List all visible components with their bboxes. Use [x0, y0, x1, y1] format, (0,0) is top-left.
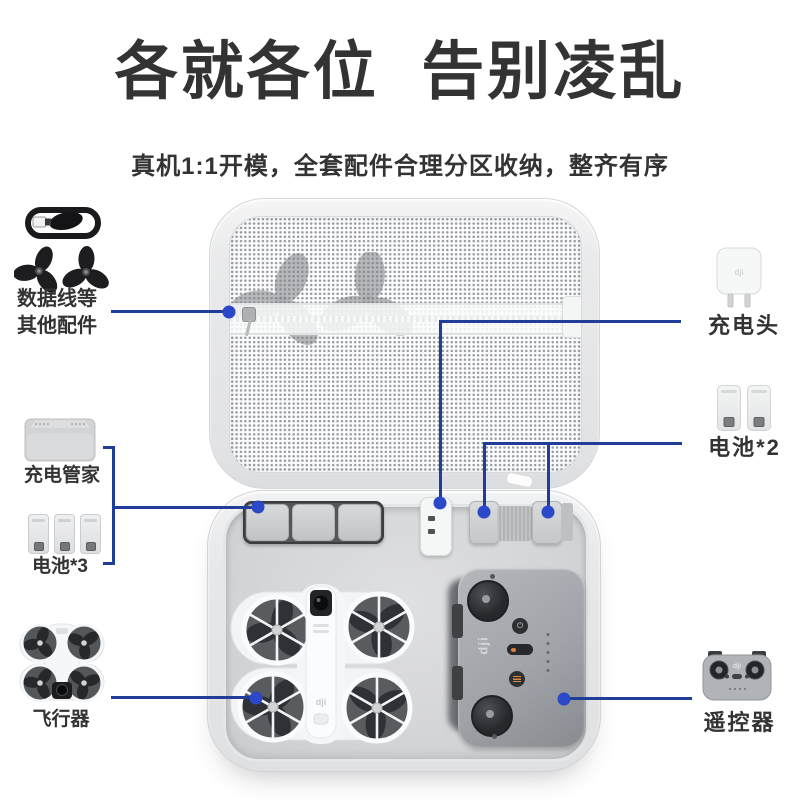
- drone-brand-logo: dji: [316, 697, 327, 707]
- charger-pin-icon: [428, 516, 435, 521]
- zipper-end-tab: [562, 296, 581, 338]
- controller-clip-icon: [452, 666, 463, 700]
- connector-accessories-line: [111, 310, 230, 313]
- usb-cable-image: [25, 207, 101, 239]
- drone-image: [19, 623, 105, 703]
- screw-icon: [490, 574, 495, 579]
- battery-icon: [28, 514, 49, 554]
- divider-flap: [561, 503, 573, 541]
- page-title: 各就各位 告别凌乱: [114, 37, 686, 107]
- battery-x3-image: [28, 514, 101, 554]
- label-battery-x3: 电池*3: [32, 556, 88, 577]
- battery-compartment: [243, 501, 384, 544]
- battery-x2-image: [717, 385, 771, 431]
- mode-switch-icon: [507, 644, 533, 655]
- connector-remote-line: [563, 697, 692, 700]
- connector-battery2-vline: [547, 442, 550, 512]
- case-lid: [209, 198, 600, 489]
- charger-brand-logo: dji: [734, 268, 743, 277]
- battery-icon: [747, 385, 771, 431]
- battery-icon: [54, 514, 75, 554]
- controller-clip-icon: [452, 604, 463, 638]
- controller-brand-logo: dji: [475, 636, 491, 655]
- connector-bracket-main-line: [112, 506, 258, 509]
- page-subtitle: 真机1:1开模，全套配件合理分区收纳，整齐有序: [131, 153, 669, 180]
- battery-icon: [717, 385, 741, 431]
- connector-charger-vline: [439, 320, 442, 504]
- label-remote: 遥控器: [703, 710, 776, 735]
- controller-stick-icon: [467, 580, 509, 622]
- case-tray: dji ⏻ dji: [207, 490, 601, 772]
- propeller-guard-icon: [237, 591, 415, 744]
- label-battery-x2: 电池*2: [708, 435, 781, 460]
- label-accessories: 数据线等 其他配件: [17, 288, 97, 337]
- battery-icon: [80, 514, 101, 554]
- connector-battery2-hline: [483, 442, 682, 445]
- stored-battery: [338, 504, 381, 541]
- label-charging-hub: 充电管家: [23, 465, 100, 486]
- connector-aircraft-dot: [249, 691, 263, 705]
- battery-strap: [497, 506, 532, 541]
- connector-bracket-line: [112, 446, 115, 565]
- stored-propeller-icon: [320, 252, 413, 336]
- connector-battery2-dot: [541, 505, 555, 519]
- charger-image: dji: [716, 247, 762, 308]
- connector-aircraft-line: [111, 696, 257, 699]
- screw-icon: [492, 734, 497, 739]
- propellers-image: [14, 246, 109, 293]
- connector-remote-dot: [557, 692, 571, 706]
- stored-controller-image: ⏻ dji: [452, 568, 585, 747]
- connector-hub-stub: [103, 446, 114, 449]
- rth-button-icon: [509, 671, 525, 687]
- label-aircraft: 飞行器: [32, 709, 90, 730]
- label-charger: 充电头: [707, 313, 780, 338]
- mesh-pocket: [229, 216, 582, 473]
- connector-charger-dot: [433, 496, 447, 510]
- stored-battery: [292, 504, 335, 541]
- connector-battery2-dot: [477, 505, 491, 519]
- connector-battery3-stub: [103, 562, 114, 565]
- stored-drone-image: dji: [230, 584, 415, 744]
- charger-pin-icon: [428, 529, 435, 534]
- remote-controller-image: dji: [702, 651, 772, 701]
- connector-accessories-dot: [222, 305, 236, 319]
- connector-bracket-dot: [251, 500, 265, 514]
- charging-hub-image: [24, 418, 96, 462]
- mesh-zipper: [230, 303, 581, 335]
- power-button-icon: ⏻: [512, 618, 528, 634]
- connector-battery2-vline: [483, 442, 486, 512]
- remote-brand-logo: dji: [733, 663, 741, 670]
- controller-stick-icon: [471, 695, 513, 737]
- battery-led-icon: [546, 630, 550, 672]
- connector-charger-hline: [439, 320, 681, 323]
